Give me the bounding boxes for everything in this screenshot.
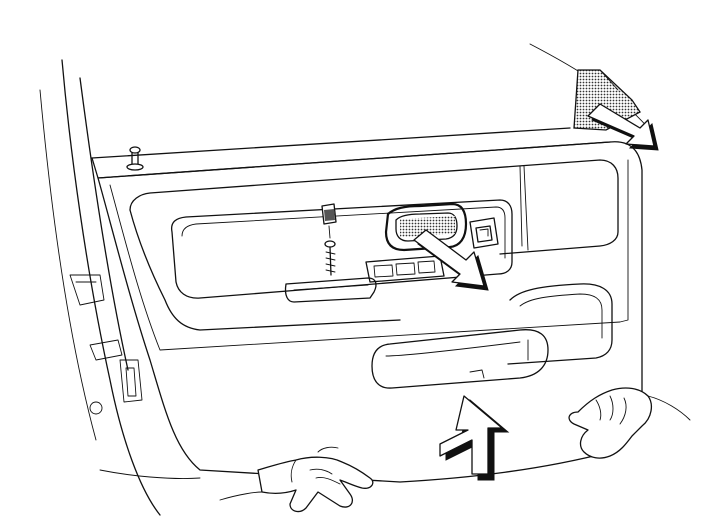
cap-plug-icon — [321, 203, 337, 225]
armrest — [371, 329, 549, 389]
window-sill — [91, 43, 651, 179]
window-switch-panel — [284, 255, 445, 303]
pull-arrow-icon — [413, 229, 489, 291]
push-pin-icon — [126, 146, 144, 171]
door-pocket — [507, 283, 613, 365]
door-handle — [384, 202, 468, 252]
upper-trim-recess — [129, 159, 619, 331]
armrest-insert — [170, 199, 513, 299]
hand-icon — [219, 446, 374, 513]
pull-arrow-icon — [587, 103, 659, 151]
door-frame — [39, 59, 201, 516]
hand-icon — [568, 387, 691, 459]
screw-icon — [324, 225, 336, 276]
door-trim-panel — [97, 141, 643, 483]
lift-arrow-icon — [439, 395, 510, 481]
lock-switch — [469, 217, 499, 249]
